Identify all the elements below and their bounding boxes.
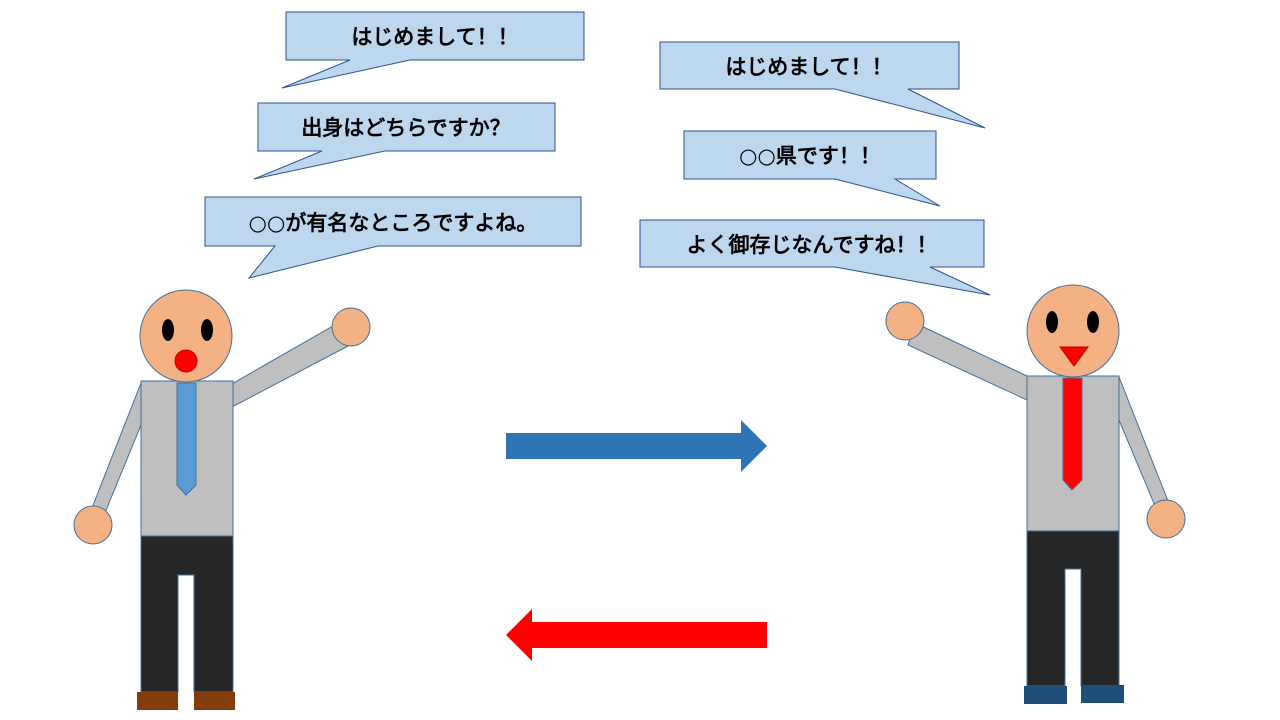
left-person-shoe-left (137, 692, 178, 710)
right-speech-bubble-1: はじめまして！！ (659, 41, 986, 129)
left-speech-3-text: ○○が有名なところですよね。 (249, 211, 538, 235)
left-speech-1-text: はじめまして！！ (351, 25, 518, 49)
right-person-mouth (1059, 346, 1089, 367)
right-speech-3-text: よく御存じなんですね！！ (687, 233, 938, 257)
right-person-raised-arm (907, 322, 1028, 401)
left-person-lowered-hand (73, 505, 113, 545)
right-person-head (1026, 284, 1120, 378)
right-person-shoe-right (1081, 685, 1124, 703)
left-speech-bubble-1: はじめまして！！ (281, 11, 585, 89)
left-speech-bubble-3: ○○が有名なところですよね。 (204, 196, 582, 279)
arrow-right (506, 420, 767, 472)
left-person-eye-left (162, 319, 174, 341)
right-speech-2-text: ○○県です！！ (739, 144, 881, 168)
left-person-raised-hand (331, 307, 371, 347)
left-speech-2-text: 出身はどちらですか？ (301, 116, 510, 140)
right-person-eye-right (1087, 311, 1099, 333)
left-person (73, 289, 371, 710)
left-person-head (139, 289, 233, 383)
left-person-mouth (174, 349, 198, 373)
right-speech-1-text: はじめまして！！ (725, 55, 892, 79)
right-speech-bubble-2: ○○県です！！ (683, 130, 941, 207)
left-person-eye-right (201, 319, 213, 341)
right-person-shoe-left (1024, 686, 1067, 704)
right-person-tie (1062, 377, 1083, 491)
left-speech-bubble-2: 出身はどちらですか？ (253, 102, 556, 180)
left-person-pants (140, 534, 234, 693)
right-person-pants (1026, 529, 1120, 687)
left-person-tie (176, 382, 197, 496)
left-person-raised-arm (229, 321, 351, 408)
right-speech-bubble-3: よく御存じなんですね！！ (639, 219, 991, 296)
right-person-lowered-hand (1146, 499, 1186, 539)
right-person (885, 284, 1186, 704)
right-person-raised-hand (885, 301, 925, 341)
left-person-lowered-arm (89, 382, 142, 521)
left-person-shoe-right (194, 692, 235, 710)
right-person-lowered-arm (1118, 376, 1171, 514)
arrow-left (506, 609, 767, 661)
right-person-eye-left (1046, 311, 1058, 333)
